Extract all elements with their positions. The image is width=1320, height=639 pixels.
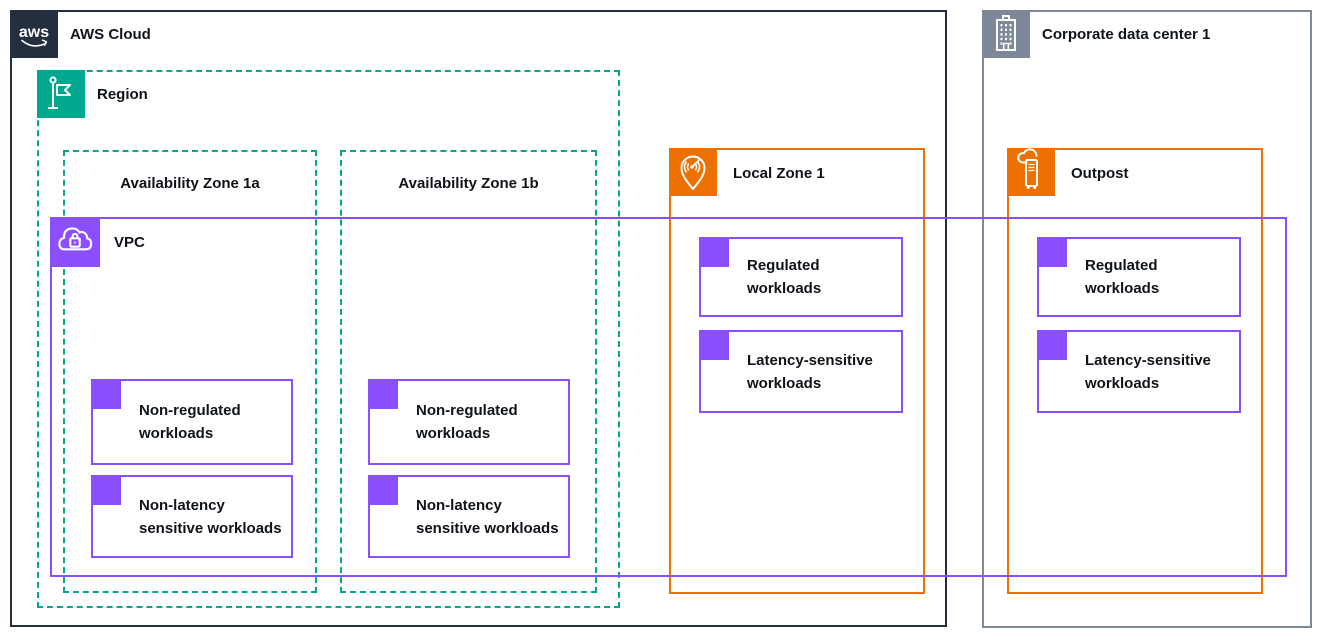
building-icon xyxy=(982,10,1030,58)
workload-label-line: workloads xyxy=(747,374,822,392)
workload-label-line: Non-latency xyxy=(416,496,502,514)
region-group: Region xyxy=(37,70,620,608)
workload-label-line: sensitive workloads xyxy=(416,519,559,537)
workload-square-badge xyxy=(699,330,729,360)
workload-label-line: Non-regulated xyxy=(416,402,518,419)
corporate-data-center-group: Corporate data center 1 xyxy=(982,10,1312,628)
workload-square-badge xyxy=(1037,330,1067,360)
workload-label-line: workloads xyxy=(416,425,491,442)
workload-label-line: workloads xyxy=(1085,280,1160,297)
workload-box-nonlatency-az1a: Non-latency sensitive workloads xyxy=(91,475,293,558)
workload-square-badge xyxy=(699,237,729,267)
workload-square-badge xyxy=(368,379,398,409)
corporate-data-center-label: Corporate data center 1 xyxy=(1042,25,1211,43)
availability-zone-1a-label: Availability Zone 1a xyxy=(120,175,260,192)
svg-text:aws: aws xyxy=(19,24,49,41)
workload-box-latency-outpost: Latency-sensitive workloads xyxy=(1037,330,1241,413)
region-flag-icon xyxy=(37,70,85,118)
local-zone-group: Local Zone 1 Regulated workloads Latency… xyxy=(669,148,925,594)
workload-label-line: Regulated xyxy=(1085,257,1158,274)
workload-label-line: Regulated xyxy=(747,257,820,274)
workload-box-regulated-outpost: Regulated workloads xyxy=(1037,237,1241,317)
workload-box-latency-localzone: Latency-sensitive workloads xyxy=(699,330,903,413)
workload-box-nonlatency-az1b: Non-latency sensitive workloads xyxy=(368,475,570,558)
workload-label-line: workloads xyxy=(139,425,214,442)
workload-square-badge xyxy=(1037,237,1067,267)
workload-label-line: sensitive workloads xyxy=(139,519,282,537)
aws-logo-icon: aws xyxy=(10,10,58,58)
outpost-label: Outpost xyxy=(1071,164,1129,182)
workload-square-badge xyxy=(91,475,121,505)
workload-label-line: Non-regulated xyxy=(139,402,241,419)
availability-zone-1a-group: Availability Zone 1a Non-regulated workl… xyxy=(63,150,317,593)
workload-label-line: workloads xyxy=(1085,374,1160,392)
aws-cloud-label: AWS Cloud xyxy=(70,25,151,43)
workload-square-badge xyxy=(91,379,121,409)
outpost-group: Outpost Regulated workloads Latency-sens… xyxy=(1007,148,1263,594)
workload-label-line: Latency-sensitive xyxy=(747,351,873,369)
outpost-rack-cloud-icon xyxy=(1007,148,1055,196)
availability-zone-1b-group: Availability Zone 1b Non-regulated workl… xyxy=(340,150,597,593)
region-label: Region xyxy=(97,85,148,103)
local-zone-label: Local Zone 1 xyxy=(733,164,825,182)
workload-label-line: workloads xyxy=(747,280,822,297)
workload-box-nonregulated-az1b: Non-regulated workloads xyxy=(368,379,570,465)
aws-cloud-group: aws AWS Cloud xyxy=(10,10,947,627)
availability-zone-1b-label: Availability Zone 1b xyxy=(398,175,539,192)
workload-box-regulated-localzone: Regulated workloads xyxy=(699,237,903,317)
workload-box-nonregulated-az1a: Non-regulated workloads xyxy=(91,379,293,465)
local-zone-pin-icon xyxy=(669,148,717,196)
workload-square-badge xyxy=(368,475,398,505)
workload-label-line: Non-latency xyxy=(139,496,225,514)
workload-label-line: Latency-sensitive xyxy=(1085,351,1211,369)
